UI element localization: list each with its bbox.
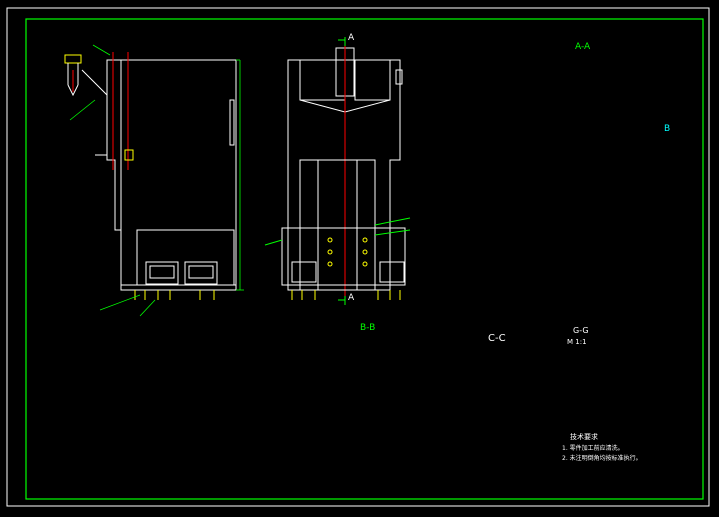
section-marker-top: A bbox=[348, 33, 355, 43]
detail-gg-scale: M 1:1 bbox=[567, 338, 587, 346]
side-view bbox=[281, 45, 406, 300]
side-view-section-arrows bbox=[264, 37, 411, 305]
drawing-frame bbox=[25, 18, 704, 500]
section-bb-title: B-B bbox=[360, 323, 376, 333]
notes-line-2: 2. 未注明倒角均按标准执行。 bbox=[562, 455, 642, 462]
outer-border bbox=[6, 7, 710, 507]
notes-title: 技术要求 bbox=[570, 433, 598, 441]
notes-line-1: 1. 零件加工前应清洗。 bbox=[562, 445, 624, 452]
detail-gg-title: G-G bbox=[573, 326, 589, 335]
front-view-dimensions bbox=[69, 44, 244, 317]
section-cc-title: C-C bbox=[488, 333, 506, 344]
section-marker-b: B bbox=[664, 124, 671, 134]
section-aa-title: A-A bbox=[575, 42, 591, 52]
section-marker-bottom: A bbox=[348, 293, 355, 303]
front-view bbox=[64, 52, 237, 300]
